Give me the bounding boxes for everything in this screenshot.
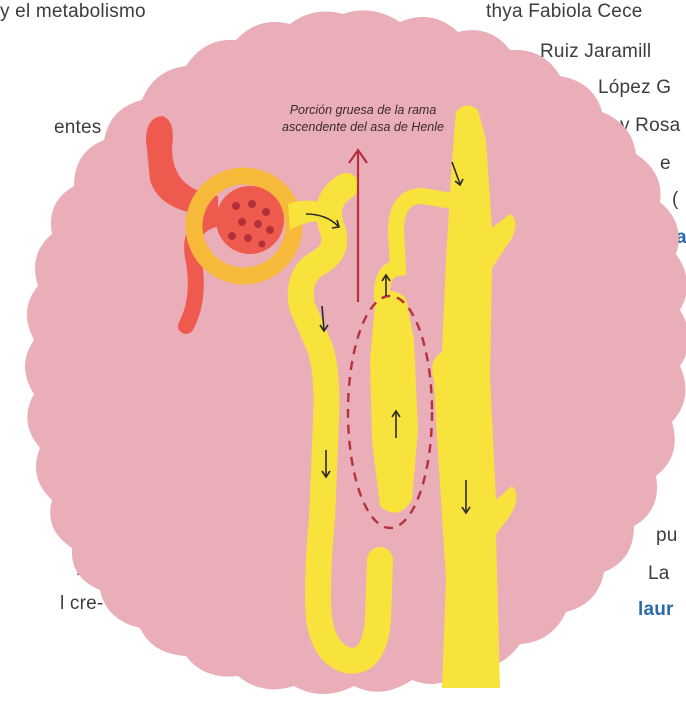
thick-ascending-limb <box>370 291 418 513</box>
caption-line-1: Porción gruesa de la rama <box>238 102 488 119</box>
diagram-caption: Porción gruesa de la rama ascendente del… <box>238 102 488 136</box>
glomerulus <box>216 186 284 254</box>
caption-line-2: ascendente del asa de Henle <box>238 119 488 136</box>
